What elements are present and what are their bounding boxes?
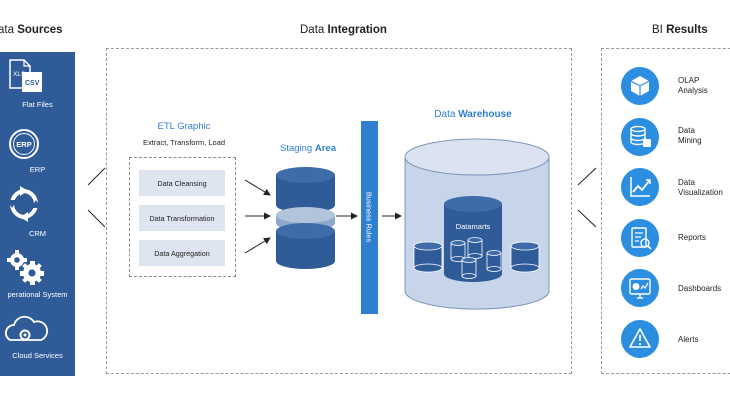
alerts-circle (621, 320, 659, 358)
reports-circle (621, 219, 659, 257)
dashboards-circle (621, 269, 659, 307)
bi-results-header-bold: Results (666, 24, 708, 36)
etl-steps-container (129, 157, 236, 277)
data-visualization-label: Data Visualization (678, 178, 723, 198)
operational-system-label: perational System (7, 290, 68, 299)
csv-badge: CSV (25, 80, 40, 87)
olap-analysis-label-line2: Analysis (678, 86, 708, 95)
data-mart-left (413, 241, 443, 273)
line-chart-icon (630, 177, 651, 197)
report-icon (631, 227, 652, 250)
staging-area-title-prefix: Staging (280, 143, 315, 154)
erp-icon: ERP (9, 129, 39, 159)
dashboards-label-line1: Dashboards (678, 284, 722, 293)
data-mining-label-line2: Mining (678, 136, 702, 145)
data-mining-circle (621, 118, 659, 156)
source-connector-top (87, 167, 106, 186)
erp-label: ERP (29, 165, 46, 174)
source-connector-bottom (87, 209, 106, 228)
reports-label: Reports (678, 233, 706, 243)
erp-badge: ERP (16, 140, 31, 149)
etl-step-data-transformation: Data Transformation (139, 205, 225, 231)
data-integration-header: Data Integration (300, 24, 387, 36)
business-rules-label: Business Rules (364, 191, 374, 243)
etl-graphic-title: ETL Graphic (157, 121, 211, 132)
data-visualization-circle (621, 168, 659, 206)
etl-to-staging-arrow-top (244, 179, 271, 196)
data-sources-panel: XLS CSV Flat Files ERP ERP CRM (0, 52, 75, 376)
cloud-services-label: Cloud Services (12, 351, 63, 360)
olap-analysis-label: OLAP Analysis (678, 76, 708, 96)
alerts-label: Alerts (678, 335, 698, 345)
data-integration-header-bold: Integration (327, 24, 387, 36)
crm-cycle-icon (7, 186, 41, 222)
staging-area-title-bold: Area (314, 143, 336, 154)
data-mart-inner-3 (486, 250, 502, 272)
data-warehouse-title-bold: Warehouse (458, 109, 512, 120)
olap-analysis-label-line1: OLAP (678, 76, 700, 85)
alert-icon (629, 328, 651, 348)
data-mining-label: Data Mining (678, 126, 702, 146)
staging-area-title: Staging Area (268, 143, 348, 154)
olap-analysis-circle (621, 67, 659, 105)
data-mart-right (510, 241, 540, 273)
data-sources-header-prefix: ata (0, 24, 14, 36)
data-warehouse-title-prefix: Data (434, 109, 459, 120)
datamarts-label: Datamarts (455, 222, 491, 231)
data-mart-small-cylinders (413, 237, 540, 279)
reports-label-line1: Reports (678, 233, 707, 242)
crm-label: CRM (28, 229, 47, 238)
results-connector-top (577, 167, 597, 186)
dashboards-label: Dashboards (678, 284, 721, 294)
staging-area-cylinder (276, 167, 335, 269)
data-visualization-label-line1: Data (678, 178, 695, 187)
data-visualization-label-line2: Visualization (678, 188, 723, 197)
data-integration-header-prefix: Data (300, 24, 328, 36)
data-sources-header: ata Sources (0, 24, 63, 36)
data-sources-header-bold: Sources (17, 24, 63, 36)
bi-results-container (601, 48, 730, 374)
database-icon (630, 125, 651, 147)
data-warehouse-title: Data Warehouse (428, 109, 518, 120)
flat-files-icon: XLS CSV (9, 59, 42, 92)
etl-graphic-subtitle: Extract, Transform, Load (142, 138, 226, 147)
etl-step-data-aggregation: Data Aggregation (139, 240, 225, 266)
data-mart-inner-1 (450, 240, 466, 262)
data-mart-inner-4 (461, 257, 477, 279)
cube-icon (630, 76, 650, 96)
bi-results-header: BI Results (652, 24, 708, 36)
bi-results-header-prefix: BI (652, 24, 667, 36)
flat-files-label: Flat Files (22, 100, 53, 109)
data-mining-label-line1: Data (678, 126, 695, 135)
data-integration-container (106, 48, 572, 374)
etl-step-data-cleansing: Data Cleansing (139, 170, 225, 196)
xls-badge: XLS (13, 71, 26, 78)
etl-to-staging-arrow-bottom (244, 237, 271, 254)
cloud-gear-icon (4, 315, 48, 341)
alerts-label-line1: Alerts (678, 335, 699, 344)
gears-icon (7, 250, 44, 285)
data-mart-inner-2 (467, 237, 483, 259)
dashboard-icon (629, 278, 651, 299)
results-connector-bottom (577, 209, 597, 228)
business-rules-bar (361, 121, 378, 314)
